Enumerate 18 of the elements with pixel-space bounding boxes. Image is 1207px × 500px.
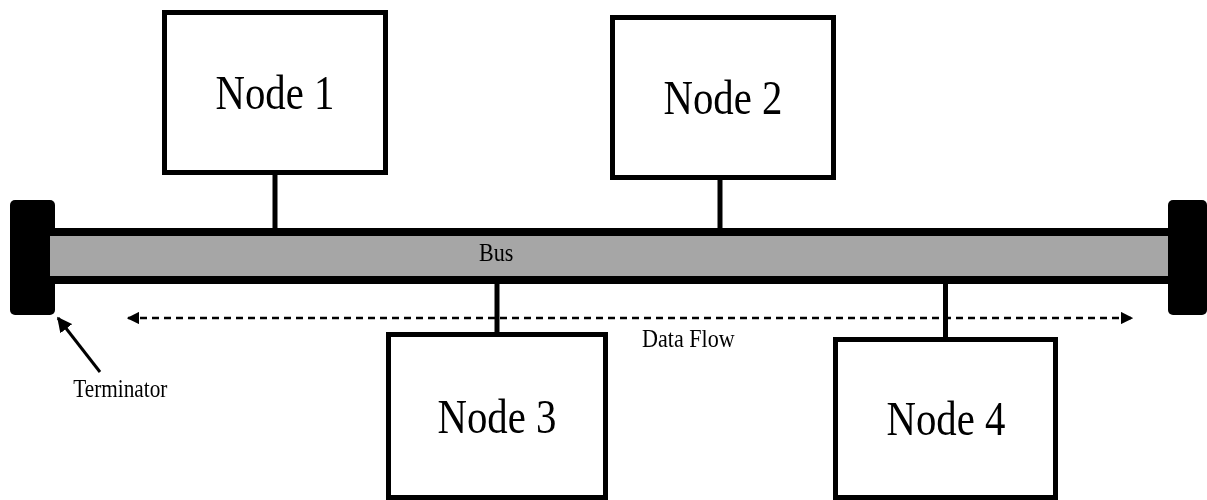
node-label: Node 1 xyxy=(215,65,335,120)
connector-line xyxy=(494,284,500,332)
leader-arrow xyxy=(56,316,102,373)
connector-line xyxy=(717,180,723,228)
node-label: Node 4 xyxy=(886,391,1005,446)
connector-line xyxy=(943,284,948,337)
flow-label: Data Flow xyxy=(642,324,735,354)
node-label: Node 2 xyxy=(663,70,783,125)
connector-line xyxy=(272,175,278,228)
bus-label: Bus xyxy=(478,238,514,268)
node-box xyxy=(162,10,388,175)
terminator-label: Terminator xyxy=(72,375,168,403)
node-box xyxy=(833,337,1058,500)
terminator-block xyxy=(10,200,55,315)
node-box xyxy=(610,15,836,180)
node-box xyxy=(386,332,608,500)
node-label: Node 3 xyxy=(437,388,557,444)
terminator-block xyxy=(1168,200,1207,315)
